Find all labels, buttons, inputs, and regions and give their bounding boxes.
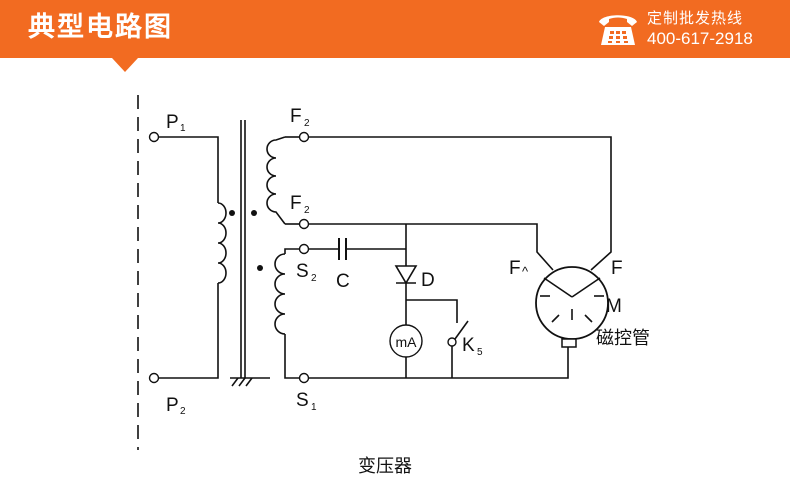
label-S2: S [296,261,309,282]
label-S1-sub: 1 [311,402,317,413]
telephone-icon [599,15,637,45]
polarity-dot [251,210,257,216]
label-D: D [421,270,435,291]
terminal-P1 [148,131,160,143]
terminal-P2 [148,372,160,384]
switch-blade [454,320,469,340]
label-transformer: 变压器 [358,456,412,477]
hv-coil [274,253,286,335]
label-F2-top-sub: 2 [304,118,310,129]
terminal-S1 [298,372,310,384]
label-F2-top: F [290,106,302,127]
banner-notch [112,58,138,72]
label-P2-sub: 2 [180,406,186,417]
hv-top-wire [284,248,300,254]
label-P1-sub: 1 [180,123,186,134]
switch-contact [447,337,457,347]
terminal-F2-bottom [298,218,310,230]
label-K5-sub: 5 [477,347,483,358]
label-S1: S [296,390,309,411]
label-S2-sub: 2 [311,273,317,284]
label-F2-bottom-sub: 2 [304,205,310,216]
label-C: C [336,271,350,292]
label-P1: P [166,112,179,133]
primary-bottom-wire [158,283,219,379]
terminal-F2-top [298,131,310,143]
ground-symbol [230,377,270,387]
polarity-dot [229,210,235,216]
filament-coil [266,136,286,225]
wire-ground-return [309,347,569,379]
hotline-label: 定制批发热线 [647,9,744,27]
label-mA: mA [396,334,418,350]
label-F-left: F [509,258,521,279]
page-title: 典型电路图 [28,12,173,43]
hotline-number: 400-617-2918 [647,29,753,48]
label-F2-bottom: F [290,193,302,214]
terminal-S2 [298,243,310,255]
label-F-caret: ^ [522,264,529,279]
diode-symbol [394,265,418,285]
label-M: M [606,296,622,317]
wire-F2-bottom [309,223,554,271]
polarity-dot [257,265,263,271]
label-F-right: F [611,258,623,279]
wire-F2-top [309,136,612,271]
primary-top-wire [158,136,219,203]
label-K5: K [462,335,475,356]
label-magnetron: 磁控管 [596,328,650,349]
magnetron-symbol [535,266,609,348]
primary-coil [217,202,227,284]
wire-switch-top [406,299,458,323]
label-P2: P [166,395,179,416]
hv-bottom-wire [284,334,300,379]
header-banner [0,0,790,58]
